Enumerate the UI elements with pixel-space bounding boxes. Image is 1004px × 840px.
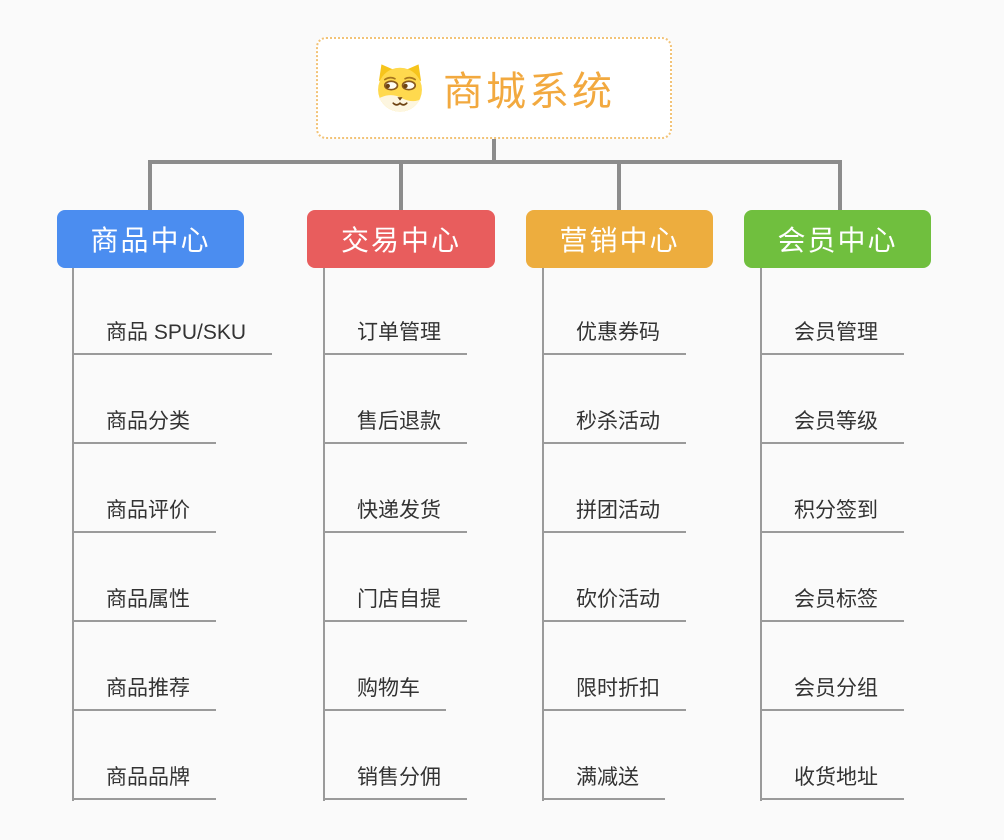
child-column-goods: 商品 SPU/SKU 商品分类 商品评价 商品属性 商品推荐 商品品牌: [72, 266, 273, 800]
child-node-aftersale-refund[interactable]: 售后退款: [323, 355, 467, 444]
child-rail-member: [760, 268, 762, 801]
connector-horizontal-bar: [148, 160, 842, 164]
child-node-limited-time-discount[interactable]: 限时折扣: [542, 622, 686, 711]
child-node-points-checkin[interactable]: 积分签到: [760, 444, 904, 533]
child-node-store-pickup[interactable]: 门店自提: [323, 533, 467, 622]
child-node-order-management[interactable]: 订单管理: [323, 266, 467, 355]
child-node-member-management[interactable]: 会员管理: [760, 266, 904, 355]
child-node-bargain-activity[interactable]: 砍价活动: [542, 533, 686, 622]
child-node-goods-brand[interactable]: 商品品牌: [72, 711, 216, 800]
connector-stub-trade: [399, 160, 403, 210]
child-node-member-group[interactable]: 会员分组: [760, 622, 904, 711]
child-node-goods-review[interactable]: 商品评价: [72, 444, 216, 533]
child-rail-goods: [72, 268, 74, 801]
child-node-shipping-address[interactable]: 收货地址: [760, 711, 904, 800]
child-column-marketing: 优惠券码 秒杀活动 拼团活动 砍价活动 限时折扣 满减送: [542, 266, 686, 800]
child-column-trade: 订单管理 售后退款 快递发货 门店自提 购物车 销售分佣: [323, 266, 467, 800]
child-rail-trade: [323, 268, 325, 801]
child-node-group-buying[interactable]: 拼团活动: [542, 444, 686, 533]
child-node-spend-and-save[interactable]: 满减送: [542, 711, 665, 800]
branch-node-trade-center[interactable]: 交易中心: [307, 210, 495, 268]
child-node-member-level[interactable]: 会员等级: [760, 355, 904, 444]
root-title: 商城系统: [443, 70, 615, 114]
branch-node-member-center[interactable]: 会员中心: [744, 210, 931, 268]
child-node-member-tag[interactable]: 会员标签: [760, 533, 904, 622]
child-node-goods-recommend[interactable]: 商品推荐: [72, 622, 216, 711]
connector-stub-member: [838, 160, 842, 210]
root-node[interactable]: 商城系统: [316, 37, 672, 139]
connector-stub-marketing: [617, 160, 621, 210]
child-node-shopping-cart[interactable]: 购物车: [323, 622, 446, 711]
child-column-member: 会员管理 会员等级 积分签到 会员标签 会员分组 收货地址: [760, 266, 904, 800]
child-node-express-delivery[interactable]: 快递发货: [323, 444, 467, 533]
connector-root-stub: [492, 139, 496, 162]
child-node-sales-commission[interactable]: 销售分佣: [323, 711, 467, 800]
child-rail-marketing: [542, 268, 544, 801]
connector-stub-goods: [148, 160, 152, 210]
child-node-flash-sale[interactable]: 秒杀活动: [542, 355, 686, 444]
child-node-goods-spu-sku[interactable]: 商品 SPU/SKU: [72, 266, 273, 355]
child-node-goods-category[interactable]: 商品分类: [72, 355, 216, 444]
child-node-coupon-code[interactable]: 优惠券码: [542, 266, 686, 355]
branch-node-goods-center[interactable]: 商品中心: [57, 210, 244, 268]
dog-face-icon: [373, 61, 427, 115]
branch-node-marketing-center[interactable]: 营销中心: [526, 210, 713, 268]
child-node-goods-attribute[interactable]: 商品属性: [72, 533, 216, 622]
